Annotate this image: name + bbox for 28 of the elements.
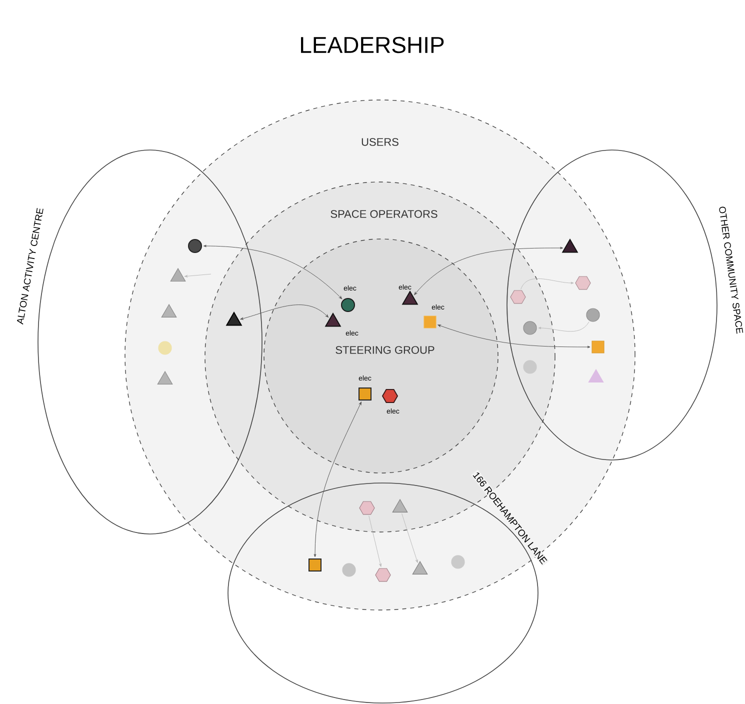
arrow [203,244,342,300]
circle-marker [451,555,465,569]
arrow [402,513,418,563]
arrow [414,246,564,296]
hexagon-marker [375,568,391,582]
circle-marker [342,563,356,577]
arrow [520,278,574,290]
square-marker [308,558,322,572]
circle-marker [158,341,172,355]
circle-label: STEERING GROUP [336,346,434,354]
square-marker [592,340,604,354]
hexagon-marker [575,276,591,290]
circle-label: SPACE OPERATORS [330,210,438,218]
region-label: OTHER COMMUNITY SPACE [719,206,744,334]
circle-marker [586,308,600,322]
arrow [184,274,212,278]
hexagon-marker [510,290,526,304]
circle-label: USERS [362,138,398,146]
circle-marker [523,321,537,335]
arrow [438,324,590,348]
region-label: ALTON ACTIVITY CENTRE [17,208,44,325]
arrow [314,402,362,558]
hexagon-marker [359,501,375,515]
arrow [538,322,590,332]
arrow [240,304,329,320]
arrow [368,516,382,567]
title: LEADERSHIP [301,36,444,54]
circle-marker [523,360,537,374]
